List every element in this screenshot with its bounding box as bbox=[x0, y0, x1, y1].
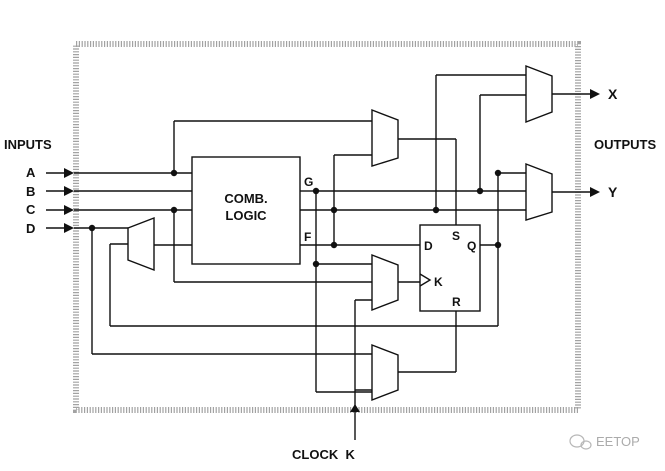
wire-f bbox=[300, 154, 526, 249]
flip-flop bbox=[419, 224, 481, 312]
wire-g bbox=[300, 187, 526, 393]
mux-bottom bbox=[371, 343, 399, 402]
signal-g-label: G bbox=[304, 175, 313, 189]
ff-s-label: S bbox=[452, 229, 460, 243]
inputs-heading: INPUTS bbox=[4, 137, 52, 152]
output-x-label: X bbox=[608, 86, 618, 102]
input-b-label: B bbox=[26, 184, 35, 199]
watermark: EETOP bbox=[569, 434, 640, 450]
input-mux bbox=[127, 216, 155, 272]
mux-top bbox=[371, 108, 399, 167]
clock-label: CLOCK K bbox=[292, 447, 355, 462]
signal-f-label: F bbox=[304, 230, 311, 244]
wire-c-down bbox=[170, 206, 372, 283]
ff-d-label: D bbox=[424, 239, 433, 253]
input-d-label: D bbox=[26, 221, 35, 236]
comb-logic-label-1: COMB. bbox=[224, 191, 267, 206]
outputs-heading: OUTPUTS bbox=[594, 137, 656, 152]
input-c-label: C bbox=[26, 202, 36, 217]
input-a-label: A bbox=[26, 165, 36, 180]
output-arrows bbox=[552, 89, 600, 197]
input-arrows bbox=[46, 168, 74, 233]
comb-logic-label-2: LOGIC bbox=[225, 208, 267, 223]
mux-output-y bbox=[525, 162, 553, 221]
mux-output-x bbox=[525, 64, 553, 124]
chat-bubble-icon bbox=[569, 434, 585, 448]
mux-clock bbox=[371, 253, 399, 312]
watermark-text: EETOP bbox=[596, 434, 640, 449]
wire-d-loops bbox=[88, 173, 499, 355]
ff-k-label: K bbox=[434, 275, 443, 289]
wire-a-top bbox=[170, 120, 372, 177]
output-y-label: Y bbox=[608, 184, 618, 200]
ff-r-label: R bbox=[452, 295, 461, 309]
wire-q bbox=[480, 169, 526, 249]
comb-logic-block bbox=[191, 156, 301, 265]
wire-output-loops bbox=[432, 74, 526, 214]
clock-line bbox=[350, 299, 372, 440]
ff-q-label: Q bbox=[467, 239, 476, 253]
